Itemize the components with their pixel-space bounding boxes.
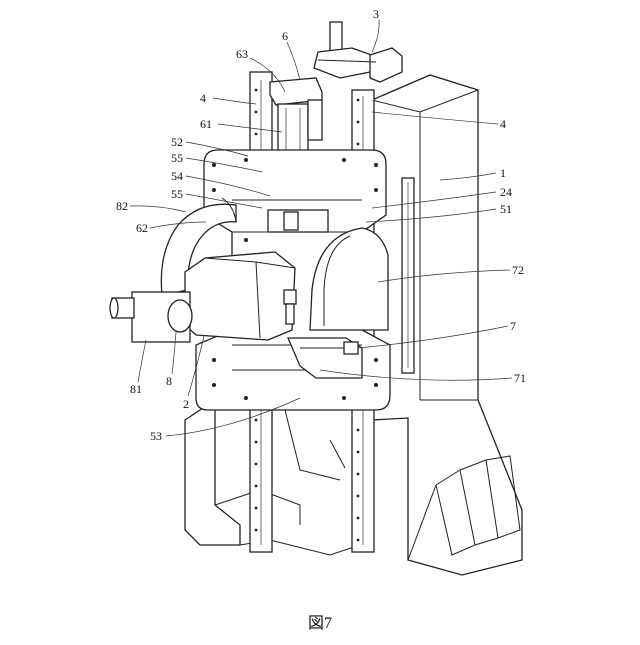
label-7: 7 — [510, 319, 516, 333]
label-2: 2 — [183, 397, 189, 411]
label-1: 1 — [500, 166, 506, 180]
rail-bolt-hole — [357, 539, 360, 542]
rail-bolt-hole — [255, 441, 258, 444]
label-61: 61 — [200, 117, 212, 131]
frame-bolt-hole — [244, 238, 248, 242]
frame-bolt-hole — [212, 188, 216, 192]
rail-bolt-hole — [255, 529, 258, 532]
tool-head-housing — [185, 252, 296, 340]
rail-bolt-hole — [255, 463, 258, 466]
frame-bolt-hole — [374, 188, 378, 192]
label-55-upper: 55 — [171, 151, 183, 165]
label-71: 71 — [514, 371, 526, 385]
label-3: 3 — [373, 7, 379, 21]
label-82: 82 — [116, 199, 128, 213]
label-8: 8 — [166, 374, 172, 388]
frame-bolt-hole — [342, 396, 346, 400]
rail-bolt-hole — [357, 473, 360, 476]
rail-bolt-hole — [357, 451, 360, 454]
rail-bolt-hole — [357, 99, 360, 102]
servo-motor — [314, 22, 402, 82]
frame-bolt-hole — [374, 163, 378, 167]
label-54: 54 — [171, 169, 183, 183]
rail-bolt-hole — [255, 133, 258, 136]
frame-bolt-hole — [212, 163, 216, 167]
rail-bolt-hole — [357, 517, 360, 520]
label-52: 52 — [171, 135, 183, 149]
figure-caption: 図7 — [308, 615, 332, 632]
label-55-lower: 55 — [171, 187, 183, 201]
rail-bolt-hole — [255, 111, 258, 114]
rail-bolt-hole — [255, 507, 258, 510]
label-4-right: 4 — [500, 117, 506, 131]
linear-scale — [402, 178, 414, 373]
rail-bolt-hole — [357, 143, 360, 146]
label-62: 62 — [136, 221, 148, 235]
label-4-left: 4 — [200, 91, 206, 105]
label-24: 24 — [500, 185, 512, 199]
frame-bolt-hole — [374, 383, 378, 387]
frame-bolt-hole — [244, 158, 248, 162]
frame-bolt-hole — [212, 383, 216, 387]
label-53: 53 — [150, 429, 162, 443]
frame-bolt-hole — [374, 358, 378, 362]
label-81: 81 — [130, 382, 142, 396]
frame-bolt-hole — [342, 158, 346, 162]
rail-bolt-hole — [357, 495, 360, 498]
label-63: 63 — [236, 47, 248, 61]
rail-bolt-hole — [357, 429, 360, 432]
frame-bolt-hole — [212, 358, 216, 362]
rail-bolt-hole — [255, 89, 258, 92]
side-actuator — [110, 292, 192, 342]
label-51: 51 — [500, 202, 512, 216]
rail-bolt-hole — [255, 485, 258, 488]
label-6: 6 — [282, 29, 288, 43]
rail-bolt-hole — [357, 121, 360, 124]
label-72: 72 — [512, 263, 524, 277]
rail-bolt-hole — [255, 419, 258, 422]
frame-bolt-hole — [244, 396, 248, 400]
